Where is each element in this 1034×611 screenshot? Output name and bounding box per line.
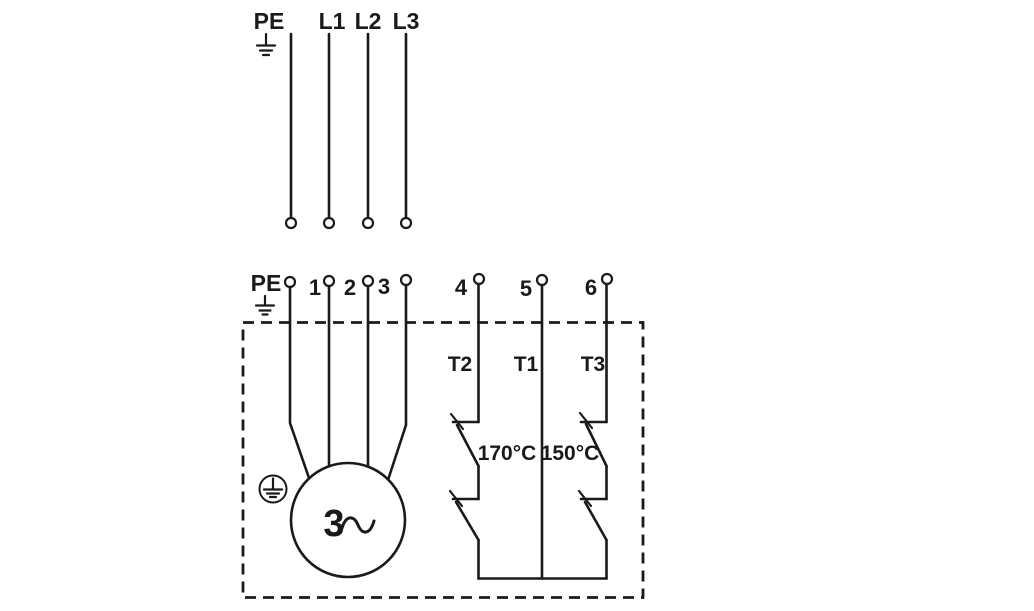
sensor-label-t2: T2	[448, 353, 473, 376]
terminal-label-6: 6	[585, 275, 597, 300]
sensor-label-t1: T1	[514, 353, 539, 376]
terminal-row: PE 1 2 3 4 5 6	[251, 270, 614, 316]
thermal-contact-t3-lower	[577, 489, 608, 542]
earth-ground-icon-2	[254, 294, 276, 316]
wire-pe-to-motor	[288, 285, 311, 480]
pump-terminals	[283, 272, 614, 289]
protective-earth-icon	[258, 474, 288, 504]
terminal-label-4: 4	[455, 275, 468, 300]
thermal-contact-t2-lower	[448, 489, 480, 542]
supply-terminal-l2	[361, 216, 375, 230]
wire-6-thermal-branch	[577, 282, 608, 580]
terminal-label-2: 2	[344, 275, 356, 300]
pump-terminal-pe	[283, 275, 297, 289]
terminal-label-3: 3	[378, 274, 390, 299]
supply-label-l3: L3	[393, 8, 420, 34]
terminal-label-pe: PE	[251, 270, 282, 296]
supply-label-l1: L1	[319, 8, 346, 34]
terminal-label-1: 1	[309, 275, 321, 300]
motor-wires	[288, 283, 408, 482]
pump-terminal-5	[535, 273, 549, 287]
earth-ground-icon	[255, 32, 277, 57]
pump-terminal-4	[472, 272, 486, 286]
sensor-label-t3: T3	[581, 353, 606, 376]
supply-terminal-pe	[284, 216, 298, 230]
temperature-label-170: 170°C	[478, 442, 537, 465]
thermal-contact-t2-upper	[449, 412, 480, 468]
wire-3-to-motor	[386, 283, 408, 482]
pump-terminal-1	[322, 274, 336, 288]
ac-wave-icon	[340, 516, 376, 534]
thermal-switch-circuit: T2 T1 T3 170°C 150°C	[448, 282, 608, 580]
pump-terminal-3	[399, 273, 413, 287]
supply-label-l2: L2	[355, 8, 382, 34]
supply-terminal-l1	[322, 216, 336, 230]
supply-section: PE L1 L2 L3	[254, 8, 420, 230]
wire-4-thermal-branch	[448, 282, 480, 580]
pump-enclosure-outline	[241, 321, 645, 599]
thermal-contact-t3-upper	[578, 411, 608, 468]
temperature-label-150: 150°C	[541, 442, 600, 465]
supply-label-pe: PE	[254, 8, 285, 34]
supply-terminal-l3	[399, 216, 413, 230]
motor-phase-label: 3	[323, 503, 344, 545]
supply-wires	[289, 32, 408, 219]
supply-terminals	[284, 216, 413, 230]
terminal-label-5: 5	[520, 276, 532, 301]
pump-terminal-2	[361, 274, 375, 288]
pump-terminal-6	[600, 272, 614, 286]
motor-symbol: 3	[289, 461, 407, 579]
